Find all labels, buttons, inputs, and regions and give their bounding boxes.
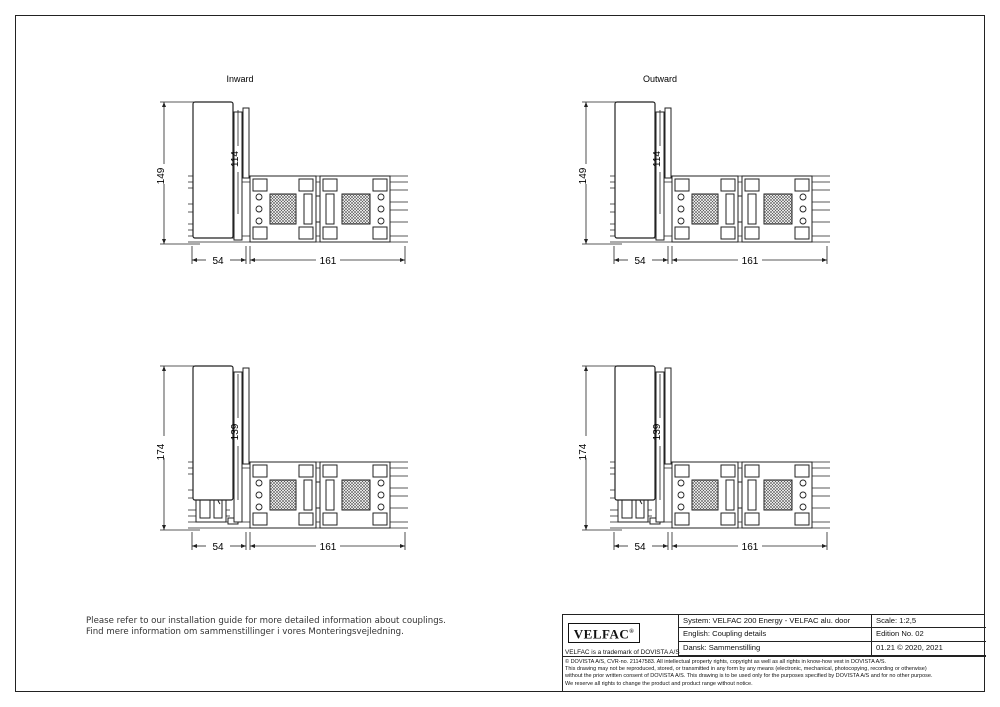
installation-note-danish: Find mere information om sammenstillinge… bbox=[86, 627, 404, 637]
dim-overall-height: 149 bbox=[156, 167, 167, 184]
dansk-field: Dansk: Sammenstilling bbox=[678, 642, 871, 656]
velfac-logo: VELFAC® bbox=[568, 623, 640, 643]
drawing-frame bbox=[15, 15, 985, 692]
dim-frame-width: 54 bbox=[634, 542, 646, 553]
outward-label: Outward bbox=[643, 74, 677, 84]
dim-overall-height: 174 bbox=[578, 443, 589, 460]
dim-overall-height: 174 bbox=[156, 443, 167, 460]
inward-label: Inward bbox=[226, 74, 253, 84]
dim-overall-height: 149 bbox=[578, 167, 589, 184]
dim-coupling-width: 161 bbox=[742, 542, 759, 553]
trademark-note: VELFAC is a trademark of DOVISTA A/S bbox=[565, 649, 680, 656]
title-block: VELFAC® VELFAC is a trademark of DOVISTA… bbox=[562, 614, 986, 692]
system-field: System: VELFAC 200 Energy - VELFAC alu. … bbox=[678, 615, 871, 628]
installation-note-english: Please refer to our installation guide f… bbox=[86, 616, 446, 626]
dim-inner-height: 114 bbox=[652, 151, 663, 167]
dim-frame-width: 54 bbox=[212, 542, 224, 553]
dim-coupling-width: 161 bbox=[320, 256, 337, 267]
dim-frame-width: 54 bbox=[634, 256, 646, 267]
dim-inner-height: 114 bbox=[230, 151, 241, 167]
dim-frame-width: 54 bbox=[212, 256, 224, 267]
scale-field: Scale: 1:2,5 bbox=[871, 615, 986, 628]
copyright-notice: © DOVISTA A/S, CVR-no. 21147583. All int… bbox=[565, 659, 933, 687]
dim-inner-height: 139 bbox=[652, 423, 663, 440]
edition-field: Edition No. 02 bbox=[871, 628, 986, 642]
dim-coupling-width: 161 bbox=[742, 256, 759, 267]
dim-inner-height: 139 bbox=[230, 423, 241, 440]
dim-coupling-width: 161 bbox=[320, 542, 337, 553]
date-field: 01.21 © 2020, 2021 bbox=[871, 642, 986, 656]
english-field: English: Coupling details bbox=[678, 628, 871, 642]
